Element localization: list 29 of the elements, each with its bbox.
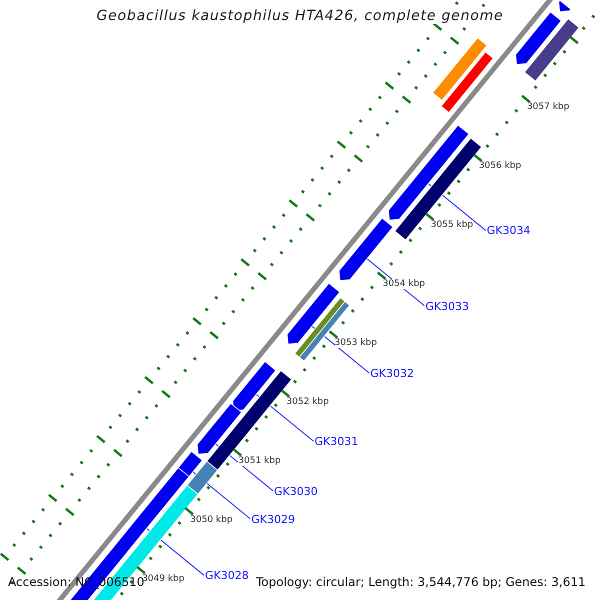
scale-label: 3054 kbp — [382, 279, 426, 290]
gene-feature — [524, 18, 580, 82]
gene-feature — [440, 51, 494, 114]
gene-label: GK3032 — [370, 367, 414, 380]
gene-feature — [186, 460, 218, 495]
gene-label: GK3033 — [425, 300, 470, 313]
gene-feature — [558, 0, 572, 12]
scale-label: 3050 kbp — [190, 514, 233, 525]
gene-feature — [232, 360, 276, 412]
scale-label: 3049 kbp — [142, 574, 184, 584]
leader-line — [311, 326, 370, 374]
footer-text: Accession: NC_006510 — [8, 575, 144, 589]
scale-label: 3051 kbp — [238, 456, 281, 466]
scale-label: 3053 kbp — [334, 338, 377, 348]
scale-label: 3057 kbp — [526, 102, 570, 112]
footer-text: Topology: circular; Length: 3,544,776 bp; Genes: 3,611 — [256, 575, 586, 589]
gene-label: GK3030 — [274, 484, 318, 498]
gene-label: GK3029 — [251, 512, 295, 526]
gene-feature — [515, 11, 562, 65]
gene-feature — [432, 37, 488, 101]
gene-label: GK3028 — [205, 569, 249, 582]
title: Geobacillus kaustophilus HTA426, complete genome — [96, 8, 504, 24]
gene-label: GK3034 — [486, 224, 530, 238]
gene-feature — [196, 402, 242, 455]
gene-feature — [388, 124, 470, 221]
scale-label: 3055 kbp — [430, 220, 474, 230]
scale-label: 3052 kbp — [286, 396, 329, 407]
gene-label: GK3031 — [314, 435, 358, 448]
scale-label: 3056 kbp — [478, 161, 522, 172]
